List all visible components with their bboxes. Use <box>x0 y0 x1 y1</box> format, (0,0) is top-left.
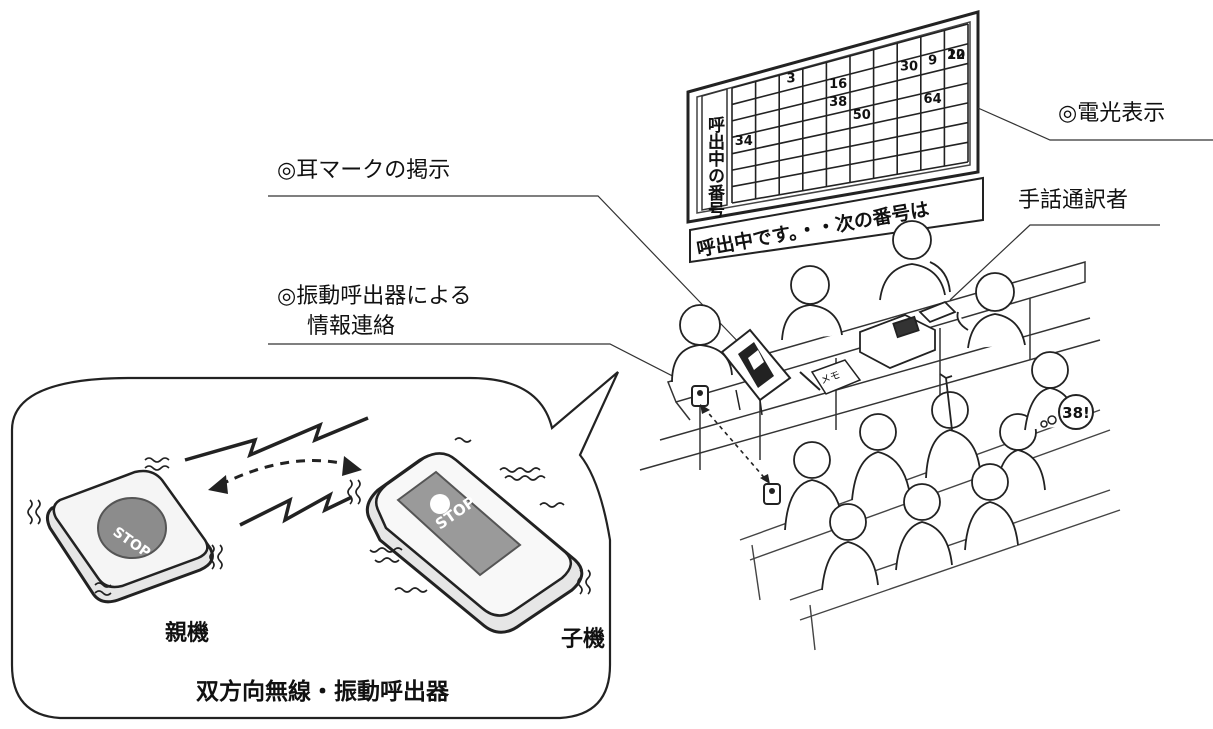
label-device-title: 双方向無線・振動呼出器 <box>196 679 449 705</box>
board-number: 50 <box>853 108 871 123</box>
label-child-unit: 子機 <box>561 627 606 652</box>
board-number: 9 <box>928 54 937 69</box>
audience-figures <box>784 351 1079 591</box>
board-side-label: 呼出中の番号 <box>704 116 726 219</box>
board-grid-line <box>731 82 969 139</box>
board-grid-line <box>731 62 969 122</box>
label-sign-interpreter: 手話通訳者 <box>1018 188 1129 213</box>
vibration-marks <box>27 437 591 596</box>
board-grid-line <box>731 102 969 155</box>
parent-device: STOP <box>45 469 214 604</box>
label-parent-unit: 親機 <box>165 621 210 646</box>
board-number: 22 <box>947 48 965 63</box>
board-number: 3 <box>786 72 795 87</box>
ear-mark-sign <box>720 328 792 416</box>
label-vibration-line1: ◎振動呼出器による <box>277 284 472 309</box>
board-number: 10 <box>947 48 965 63</box>
display-leader-line <box>977 107 1213 141</box>
memo-pad: メモ <box>799 359 862 395</box>
label-ear-mark: ◎耳マークの掲示 <box>277 158 451 183</box>
board-number: 64 <box>924 92 942 107</box>
interpreter-leader-line <box>949 224 1160 301</box>
board-number: 30 <box>900 60 918 75</box>
handheld-devices <box>691 385 781 505</box>
label-display: ◎電光表示 <box>1058 101 1166 126</box>
board-number: 16 <box>829 77 847 92</box>
board-grid-line <box>731 161 969 204</box>
board-number: 34 <box>735 134 753 149</box>
board-number: 38 <box>829 95 847 110</box>
staff-figures <box>671 220 1026 383</box>
board-grid-line <box>731 141 969 188</box>
ear-mark-leader-line <box>268 195 747 351</box>
child-device: STOP <box>365 452 584 634</box>
label-vibration-line2: 情報連絡 <box>307 314 396 339</box>
board-grid-line <box>731 42 969 106</box>
vibration-leader-line <box>268 343 697 389</box>
speech-bubble: 38! <box>1040 394 1094 430</box>
board-grid-line <box>731 121 969 171</box>
fax-machine <box>859 300 957 369</box>
speech-bubble-text: 38! <box>1062 404 1090 422</box>
board-grid-line <box>731 23 969 89</box>
bidirectional-arrow-icon <box>208 456 362 494</box>
wireless-signal-icon <box>184 416 369 527</box>
